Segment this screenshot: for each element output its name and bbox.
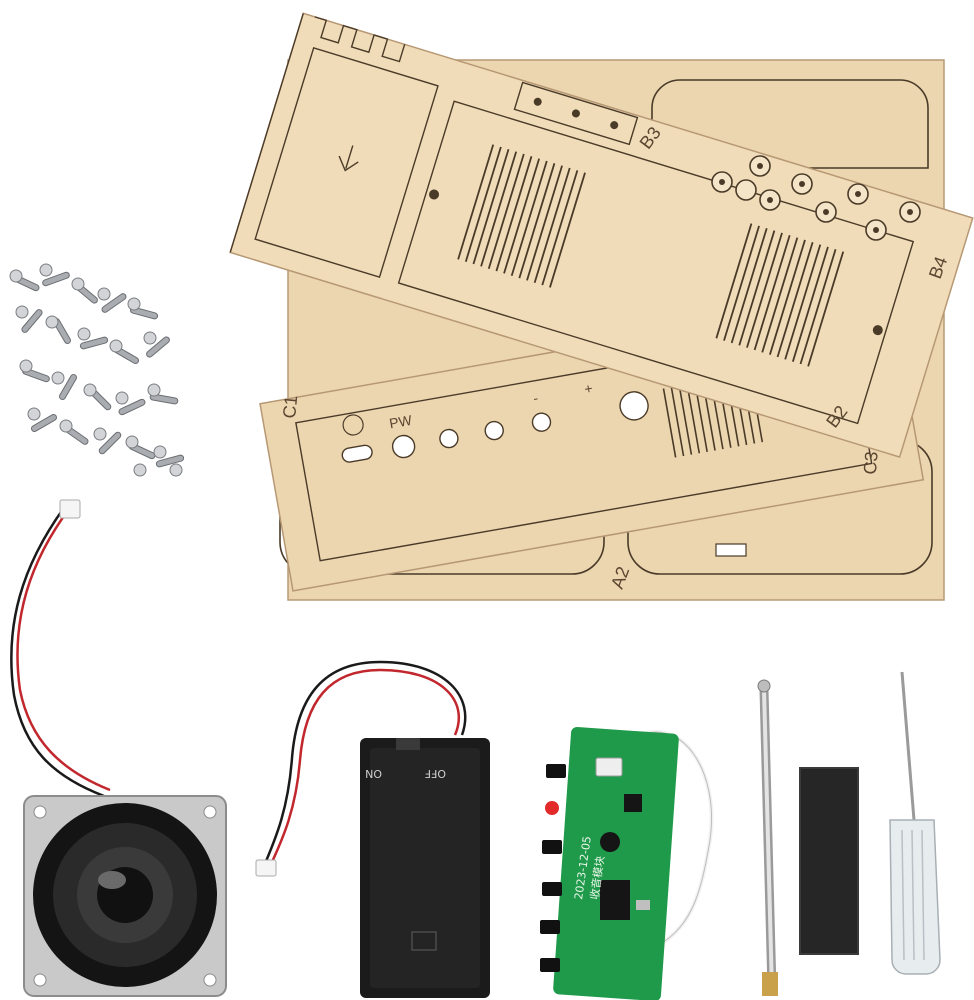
telescopic-antenna (757, 679, 778, 996)
screw-pile (9, 263, 185, 477)
screwdriver (889, 671, 941, 975)
radio-pcb: 2023-12-05 收音模块 (540, 726, 714, 1000)
battery-box: ON OFF (255, 660, 490, 998)
volume-plus-label: + (583, 380, 594, 397)
wood-panel-b4: B4 (711, 155, 951, 281)
wood-panels: A1 A2 PW - + (229, 12, 974, 601)
panel-label-c1: C1 (279, 395, 301, 420)
power-label: PW (388, 412, 414, 432)
pcb-title-text: 收音模块 (587, 855, 607, 901)
battery-switch-on-label: ON (365, 767, 382, 780)
volume-minus-label: - (532, 390, 540, 407)
foam-pad (799, 767, 859, 955)
panel-label-c3: C3 (860, 451, 882, 476)
wood-panel-b: B3 (229, 12, 974, 459)
speaker (10, 499, 227, 997)
battery-switch-off-label: OFF (425, 767, 446, 780)
